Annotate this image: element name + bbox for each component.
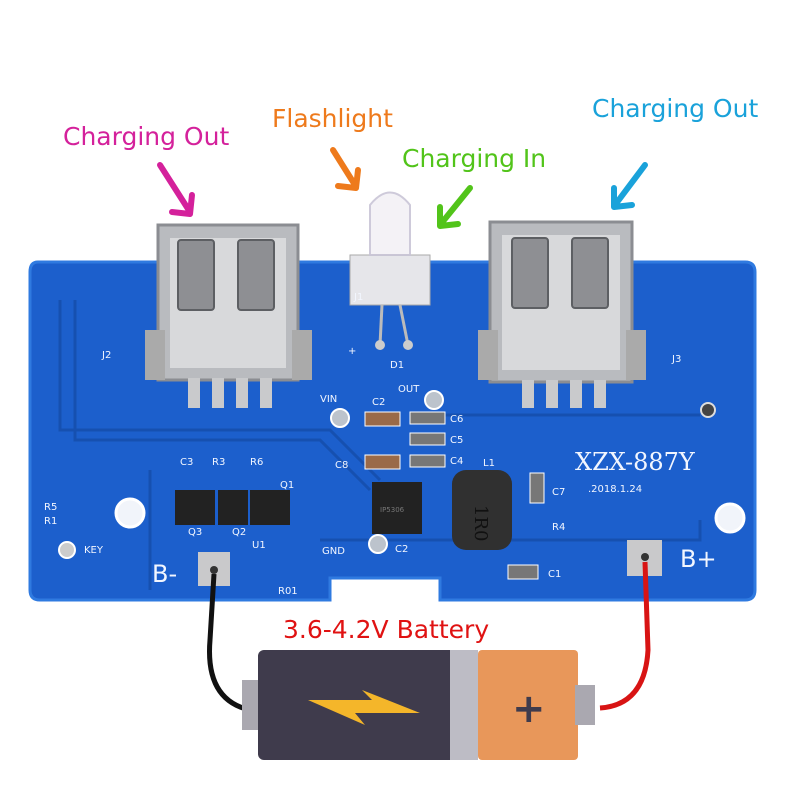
inductor-label: 1R0 xyxy=(470,505,491,541)
arrow-charging-out-left xyxy=(157,162,195,217)
out-pad xyxy=(424,390,444,410)
silkscreen-label: J2 xyxy=(101,350,111,361)
silkscreen-label: KEY xyxy=(84,545,104,556)
silkscreen-label: C4 xyxy=(450,456,463,467)
battery-plus: + xyxy=(512,686,546,732)
arrow-flashlight xyxy=(330,147,361,191)
mosfet-q3 xyxy=(175,490,215,525)
mounting-hole xyxy=(114,497,146,529)
silkscreen-label: Q1 xyxy=(280,480,294,491)
silkscreen-label: C2 xyxy=(395,544,408,555)
silkscreen-label: R6 xyxy=(250,457,263,468)
silkscreen-label: L1 xyxy=(483,458,495,469)
silkscreen-label: OUT xyxy=(398,384,420,395)
red-wire xyxy=(599,561,651,711)
lightning-bolt-icon xyxy=(308,690,420,725)
silkscreen-label: D1 xyxy=(390,360,404,371)
chip-label: IP5306 xyxy=(380,506,405,514)
arrow-charging-out-right xyxy=(611,162,648,210)
silkscreen-label: R3 xyxy=(212,457,225,468)
silkscreen-label: R1 xyxy=(44,516,57,527)
mosfet-q1 xyxy=(250,490,290,525)
silkscreen-label: C8 xyxy=(335,460,348,471)
mosfet-q2 xyxy=(218,490,248,525)
silkscreen-label: U1 xyxy=(252,540,266,551)
silkscreen-label: C1 xyxy=(548,569,561,580)
silkscreen-label: + xyxy=(348,346,356,357)
black-wire xyxy=(207,573,251,713)
key-pad xyxy=(58,541,76,559)
label-battery: 3.6-4.2V Battery xyxy=(283,615,489,644)
silkscreen-label: GND xyxy=(322,546,345,557)
via xyxy=(700,402,716,418)
silkscreen-label: C5 xyxy=(450,435,463,446)
ip5306-chip xyxy=(372,482,422,534)
silkscreen-label: C7 xyxy=(552,487,565,498)
label-flashlight: Flashlight xyxy=(272,104,393,133)
mounting-hole xyxy=(714,502,746,534)
silkscreen-label: R01 xyxy=(278,586,298,597)
gnd-pad xyxy=(368,534,388,554)
silkscreen-label: J3 xyxy=(671,354,681,365)
battery-icon: + xyxy=(242,650,595,760)
pcb-traces xyxy=(58,300,702,590)
b-minus-label: B- xyxy=(152,560,177,588)
silkscreen-label: C2 xyxy=(372,397,385,408)
board-model: XZX-887Y xyxy=(575,448,696,476)
usb-port-left xyxy=(145,223,312,408)
silkscreen-label: R4 xyxy=(552,522,565,533)
b-plus-label: B+ xyxy=(680,545,717,573)
label-charging-out-right: Charging Out xyxy=(592,94,758,123)
silkscreen-label: VIN xyxy=(320,394,337,405)
silkscreen-label: Q2 xyxy=(232,527,246,538)
silkscreen-label: C3 xyxy=(180,457,193,468)
silkscreen-label: C6 xyxy=(450,414,463,425)
capacitors xyxy=(364,411,545,580)
usb-port-right xyxy=(478,220,646,408)
silkscreen-label: Q3 xyxy=(188,527,202,538)
silkscreen-label: R5 xyxy=(44,502,57,513)
flashlight-led xyxy=(349,191,431,350)
inductor-l1 xyxy=(452,470,512,550)
label-charging-in: Charging In xyxy=(402,144,546,173)
silkscreen-label: .2018.1.24 xyxy=(588,484,642,495)
arrow-charging-in xyxy=(437,185,473,229)
silkscreen-label: J1 xyxy=(353,292,363,303)
label-charging-out-left: Charging Out xyxy=(63,122,229,151)
vin-pad xyxy=(330,408,350,428)
silkscreen-labels: J1 J2 J3 D1 VIN OUT C2 C6 C5 C4 C8 C3 R3… xyxy=(44,292,681,597)
